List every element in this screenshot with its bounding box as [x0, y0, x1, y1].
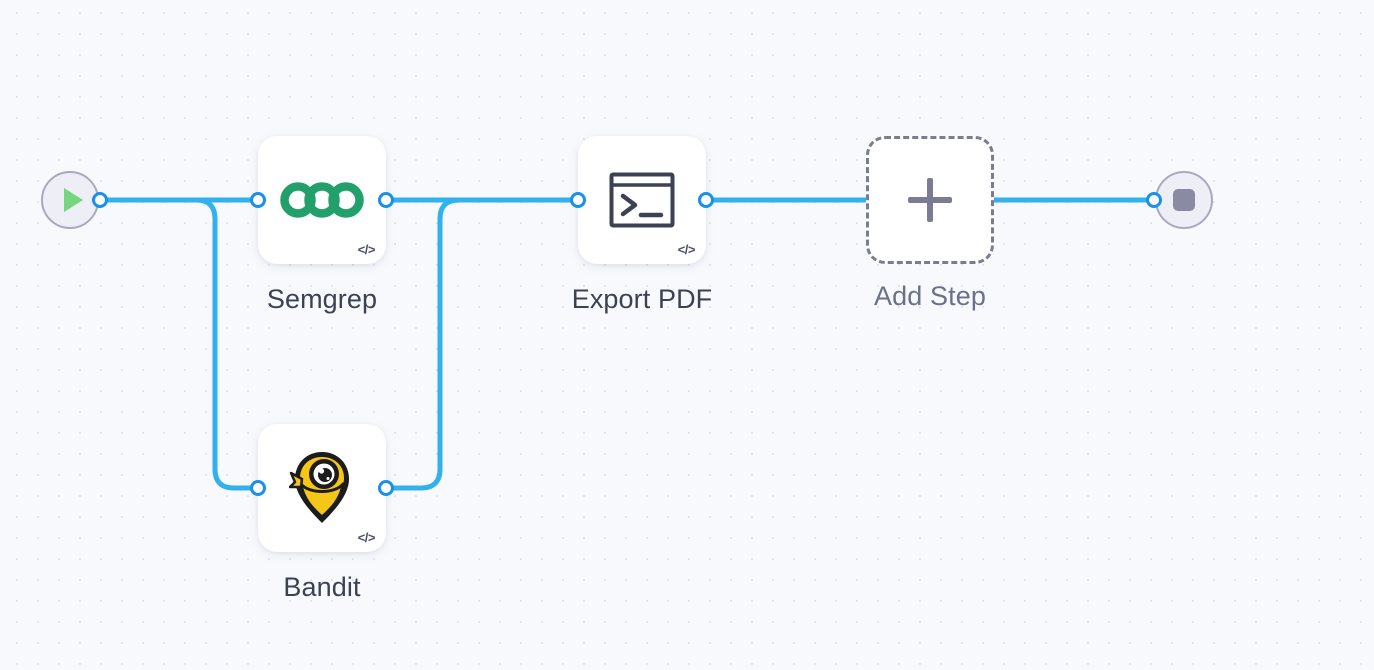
node-add-step[interactable]: Add Step [866, 136, 994, 311]
code-badge-icon: </> [357, 242, 376, 257]
semgrep-output-port[interactable] [378, 192, 394, 208]
node-bandit[interactable]: </> Bandit [250, 424, 394, 602]
start-node-output-port[interactable] [92, 192, 108, 208]
start-node-circle[interactable] [41, 171, 99, 229]
edge-bandit-to-export [384, 197, 584, 491]
node-semgrep[interactable]: </> Semgrep [250, 136, 394, 314]
bandit-logo-icon [289, 449, 355, 527]
edge-start-to-bandit [96, 197, 264, 491]
add-step-button[interactable] [866, 136, 994, 264]
code-badge-icon: </> [677, 242, 696, 257]
bandit-output-port[interactable] [378, 480, 394, 496]
end-node-circle[interactable] [1155, 171, 1213, 229]
semgrep-card[interactable]: </> [258, 136, 386, 264]
semgrep-label: Semgrep [266, 284, 378, 314]
add-step-label: Add Step [874, 281, 986, 311]
semgrep-logo-icon [280, 180, 364, 220]
terminal-console-icon [609, 172, 675, 228]
bandit-card[interactable]: </> [258, 424, 386, 552]
semgrep-input-port[interactable] [250, 192, 266, 208]
end-node[interactable] [1146, 171, 1213, 229]
export-pdf-output-port[interactable] [698, 192, 714, 208]
export-pdf-card[interactable]: </> [578, 136, 706, 264]
node-export-pdf[interactable]: </> Export PDF [570, 136, 714, 314]
start-node[interactable] [41, 171, 108, 229]
bandit-label: Bandit [283, 572, 361, 602]
play-icon [64, 188, 83, 212]
bandit-input-port[interactable] [250, 480, 266, 496]
export-pdf-label: Export PDF [571, 284, 713, 314]
stop-icon [1173, 189, 1195, 211]
export-pdf-input-port[interactable] [570, 192, 586, 208]
end-node-input-port[interactable] [1146, 192, 1162, 208]
code-badge-icon: </> [357, 530, 376, 545]
plus-icon [908, 178, 952, 222]
